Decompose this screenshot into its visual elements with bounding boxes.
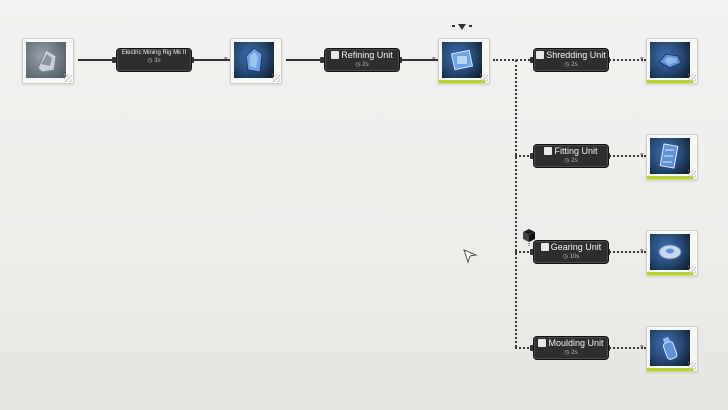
unit-time: ◷ 10s <box>562 254 580 260</box>
connector-line <box>78 59 116 61</box>
connector-dotted <box>515 347 533 349</box>
connector-line <box>190 59 230 61</box>
connector-line <box>286 59 324 61</box>
gear-disc-icon <box>650 234 690 270</box>
crystal-icon <box>234 42 274 78</box>
unit-refining[interactable]: Refining Unit ◷ 2s <box>324 48 400 72</box>
clock-icon: ◷ <box>564 62 570 68</box>
item-moulded-bottle[interactable] <box>646 326 698 372</box>
cursor-icon <box>463 249 478 264</box>
port-knob <box>398 57 402 63</box>
accent-bar <box>439 80 485 83</box>
connector-dotted-vertical <box>515 60 517 347</box>
equals-sign: = <box>640 56 644 62</box>
refined-material-icon <box>442 42 482 78</box>
unit-fitting[interactable]: Fitting Unit ◷ 2s <box>533 144 609 168</box>
equals-sign: = <box>640 248 644 254</box>
connector-dotted <box>606 251 646 253</box>
corner-stripes <box>688 266 696 274</box>
unit-title: Shredding Unit <box>534 50 608 61</box>
unit-shredding[interactable]: Shredding Unit ◷ 2s <box>533 48 609 72</box>
port-knob <box>530 57 534 63</box>
connector-dotted <box>606 347 646 349</box>
corner-stripes <box>272 74 280 82</box>
accent-bar <box>647 80 693 83</box>
gearing-icon <box>540 243 549 251</box>
shredded-icon <box>650 42 690 78</box>
moulding-icon <box>538 339 547 347</box>
accent-bar <box>647 368 693 371</box>
equals-sign: = <box>224 56 228 62</box>
unit-title: Electric Mining Rig Mk II <box>121 50 187 56</box>
unit-electric-mining-rig[interactable]: Electric Mining Rig Mk II ◷ 3s <box>116 48 192 72</box>
ore-icon <box>26 42 66 78</box>
clock-icon: ◷ <box>147 58 153 64</box>
fitting-icon <box>544 147 553 155</box>
port-knob <box>320 57 324 63</box>
connector-line <box>398 59 438 61</box>
fitted-part-icon <box>650 138 690 174</box>
port-knob <box>530 153 534 159</box>
corner-stripes <box>64 74 72 82</box>
equals-sign: = <box>640 152 644 158</box>
corner-stripes <box>688 362 696 370</box>
clock-icon: ◷ <box>562 254 568 260</box>
port-knob <box>530 345 534 351</box>
cube-icon <box>523 229 535 247</box>
equals-sign: = <box>640 344 644 350</box>
corner-stripes <box>688 170 696 178</box>
unit-time: ◷ 2s <box>564 158 578 164</box>
item-crystal[interactable] <box>230 38 282 84</box>
connector-dotted <box>606 155 646 157</box>
item-gear-disc[interactable] <box>646 230 698 276</box>
connector-dotted <box>606 59 646 61</box>
connector-dotted <box>515 251 533 253</box>
unit-gearing[interactable]: Gearing Unit ◷ 10s <box>533 240 609 264</box>
unit-title: Fitting Unit <box>534 146 608 157</box>
unit-time: ◷ 2s <box>564 350 578 356</box>
port-knob <box>190 57 194 63</box>
connector-dotted <box>515 155 533 157</box>
item-shredded[interactable] <box>646 38 698 84</box>
equals-sign: = <box>432 56 436 62</box>
unit-time: ◷ 2s <box>564 62 578 68</box>
accent-bar <box>647 176 693 179</box>
item-fitted-part[interactable] <box>646 134 698 180</box>
unit-title: Gearing Unit <box>534 242 608 253</box>
refining-icon <box>331 51 340 59</box>
moulded-bottle-icon <box>650 330 690 366</box>
port-knob <box>112 57 116 63</box>
accent-bar <box>647 272 693 275</box>
item-refined-material[interactable] <box>438 38 490 84</box>
item-ore[interactable] <box>22 38 74 84</box>
unit-time: ◷ 2s <box>355 62 369 68</box>
unit-title: Refining Unit <box>325 50 399 61</box>
unit-moulding[interactable]: Moulding Unit ◷ 2s <box>533 336 609 360</box>
active-marker-icon <box>452 24 472 30</box>
corner-stripes <box>688 74 696 82</box>
corner-stripes <box>480 74 488 82</box>
clock-icon: ◷ <box>564 158 570 164</box>
shredding-icon <box>536 51 545 59</box>
clock-icon: ◷ <box>564 350 570 356</box>
unit-time: ◷ 3s <box>147 58 161 64</box>
port-knob <box>530 249 534 255</box>
clock-icon: ◷ <box>355 62 361 68</box>
connector-dotted <box>493 59 533 61</box>
unit-title: Moulding Unit <box>534 338 608 349</box>
